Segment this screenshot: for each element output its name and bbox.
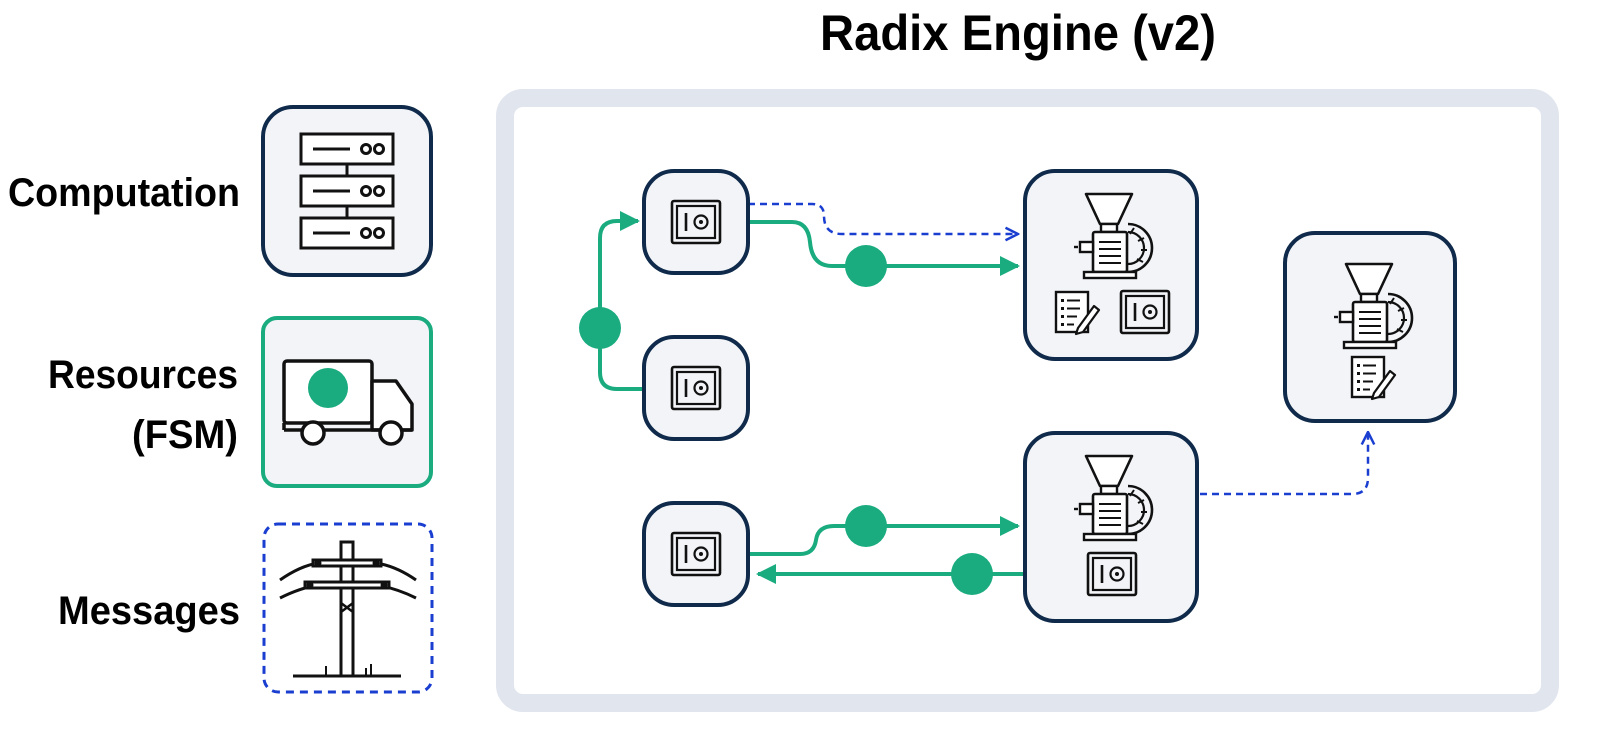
component-node-2 [1283,231,1457,423]
resource-token [845,505,887,547]
resource-token-icon [308,368,348,408]
server-rack-icon [299,132,395,250]
legend-label-computation: Computation [8,171,240,215]
resource-flow-vault3-to-component3 [722,516,1020,556]
power-pole-icon [279,540,417,678]
legend-label-messages: Messages [58,589,240,633]
resource-token [951,553,993,595]
diagram-title: Radix Engine (v2) [820,5,1216,61]
legend-resources-box [261,316,433,488]
resource-token [845,245,887,287]
delivery-truck-icon [282,359,414,446]
legend-messages-box [262,522,434,694]
resource-token [579,307,621,349]
component-node-3 [1023,431,1199,623]
resource-flow-vault1-to-component1 [722,220,1020,276]
legend-computation-box [261,105,433,277]
resource-flow-vault2-to-vault1 [598,211,644,391]
legend-label-fsm: (FSM) [132,413,238,457]
vault-node-3 [642,501,750,607]
vault-node-2 [642,335,750,441]
vault-node-1 [642,169,750,275]
component-node-1 [1023,169,1199,361]
legend-label-resources: Resources [48,353,238,397]
